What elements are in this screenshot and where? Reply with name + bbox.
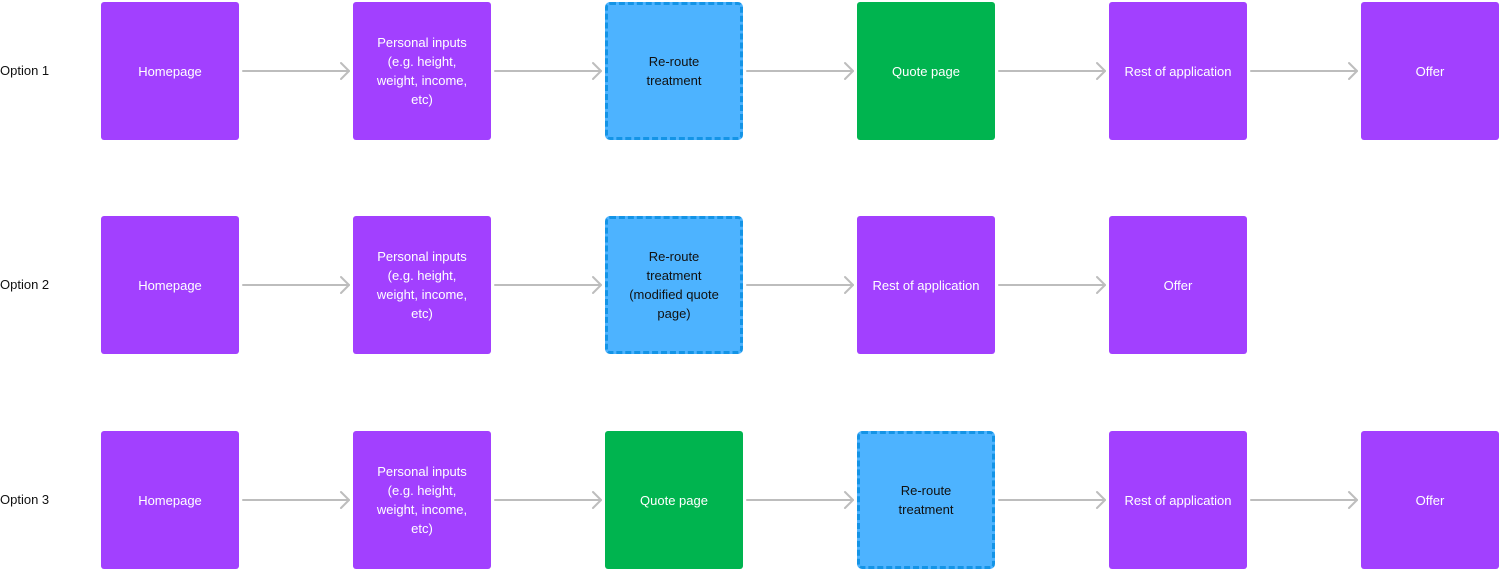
connector-arrow [242,491,350,509]
flow-node-homepage: Homepage [101,2,239,140]
flow-node-label: Homepage [138,492,202,508]
connector-arrow [1250,62,1358,80]
connector-arrow [746,62,854,80]
flow-node-rest-of-application: Rest of application [1109,2,1247,140]
flow-node-label: Rest of application [1124,63,1232,79]
flow-node-rest-of-application: Rest of application [857,216,995,354]
connector-arrow [998,491,1106,509]
row-label-option-1: Option 1 [0,63,50,78]
flow-node-label: Personal inputs (e.g. height, weight, in… [376,464,468,536]
connector-arrow [998,62,1106,80]
flow-node-quote-page: Quote page [605,431,743,569]
flow-node-label: Personal inputs (e.g. height, weight, in… [376,35,468,107]
flow-node-label: Homepage [138,277,202,293]
flow-node-label: Homepage [138,63,202,79]
connector-arrow [1250,491,1358,509]
flow-node-quote-page: Quote page [857,2,995,140]
flow-node-label: Re-route treatment [646,54,702,88]
flow-node-offer: Offer [1361,2,1499,140]
flow-node-label: Quote page [892,63,960,79]
row-label-option-3: Option 3 [0,492,50,507]
flow-node-offer: Offer [1109,216,1247,354]
flow-node-label: Quote page [640,492,708,508]
flow-node-personal-inputs: Personal inputs (e.g. height, weight, in… [353,2,491,140]
connector-arrow [746,491,854,509]
row-label-option-2: Option 2 [0,277,50,292]
flow-node-personal-inputs: Personal inputs (e.g. height, weight, in… [353,431,491,569]
flow-node-homepage: Homepage [101,431,239,569]
flow-node-homepage: Homepage [101,216,239,354]
flow-node-label: Re-route treatment (modified quote page) [629,249,719,321]
flow-node-re-route-treatment: Re-route treatment [857,431,995,569]
flow-node-re-route-treatment: Re-route treatment [605,2,743,140]
flow-node-label: Offer [1415,63,1445,79]
flow-node-label: Rest of application [872,277,980,293]
flow-node-re-route-treatment: Re-route treatment (modified quote page) [605,216,743,354]
flow-node-personal-inputs: Personal inputs (e.g. height, weight, in… [353,216,491,354]
connector-arrow [494,491,602,509]
connector-arrow [494,62,602,80]
connector-arrow [998,276,1106,294]
connector-arrow [242,276,350,294]
flow-node-label: Offer [1415,492,1445,508]
flow-node-label: Re-route treatment [898,483,954,517]
flow-node-label: Personal inputs (e.g. height, weight, in… [376,249,468,321]
flow-node-label: Offer [1163,277,1193,293]
flow-node-offer: Offer [1361,431,1499,569]
connector-arrow [242,62,350,80]
connector-arrow [746,276,854,294]
connector-arrow [494,276,602,294]
flow-node-label: Rest of application [1124,492,1232,508]
flow-node-rest-of-application: Rest of application [1109,431,1247,569]
